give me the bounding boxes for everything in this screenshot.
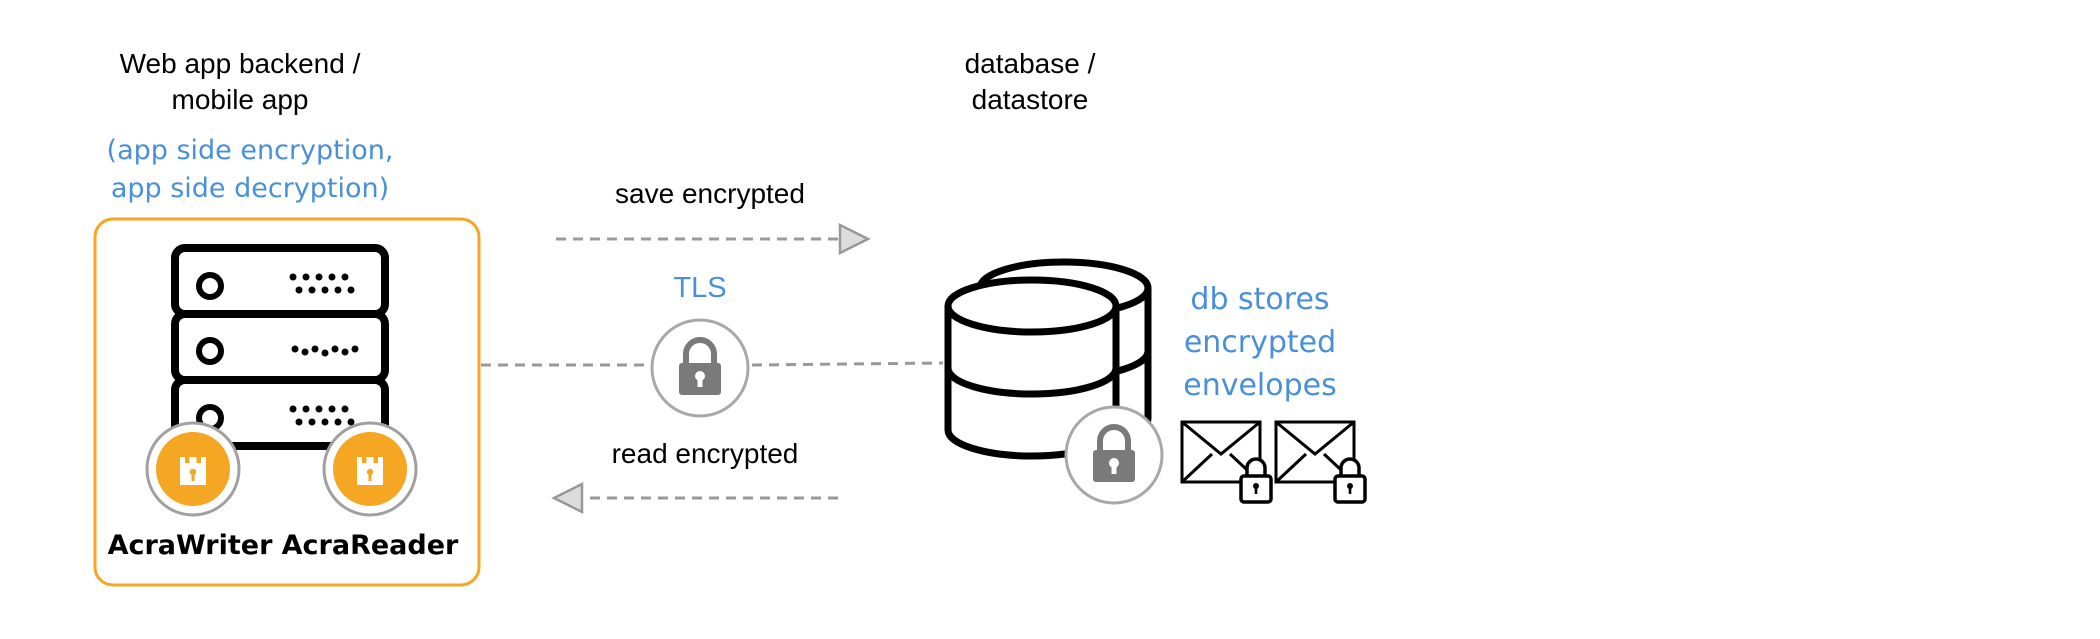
db-title-line2: datastore (971, 84, 1089, 115)
app-note: (app side encryption, app side decryptio… (90, 132, 410, 208)
db-note-line2: encrypted (1183, 325, 1337, 360)
db-note-line1: db stores (1190, 282, 1330, 317)
db-note-line3: envelopes (1183, 368, 1337, 403)
db-title-line1: database / (964, 48, 1096, 79)
app-title: Web app backend / mobile app (100, 46, 380, 118)
db-note: db stores encrypted envelopes (1160, 278, 1360, 407)
acrareader-label: AcraReader (281, 530, 459, 561)
database-lock-icon (1064, 405, 1164, 505)
app-note-line2: app side decryption) (110, 173, 390, 204)
acrawriter-castle-icon (145, 421, 241, 517)
db-title: database / datastore (900, 46, 1160, 118)
app-title-line1: Web app backend / (119, 48, 361, 79)
acrareader-castle-icon (322, 421, 418, 517)
save-arrow (556, 222, 871, 256)
server-rack-icon (171, 244, 389, 450)
read-arrow (551, 481, 838, 515)
save-label: save encrypted (615, 178, 805, 209)
encrypted-envelope-icon (1180, 420, 1273, 504)
tls-lock-icon (650, 318, 750, 418)
tls-connection-line (481, 361, 944, 367)
tls-label: TLS (673, 272, 727, 304)
database-icon (944, 258, 1152, 460)
read-label: read encrypted (611, 438, 799, 469)
encrypted-envelope-icon (1274, 420, 1367, 504)
acrawriter-label: AcraWriter (107, 530, 273, 561)
app-note-line1: (app side encryption, (106, 135, 394, 166)
app-container (93, 217, 481, 587)
app-title-line2: mobile app (171, 84, 309, 115)
